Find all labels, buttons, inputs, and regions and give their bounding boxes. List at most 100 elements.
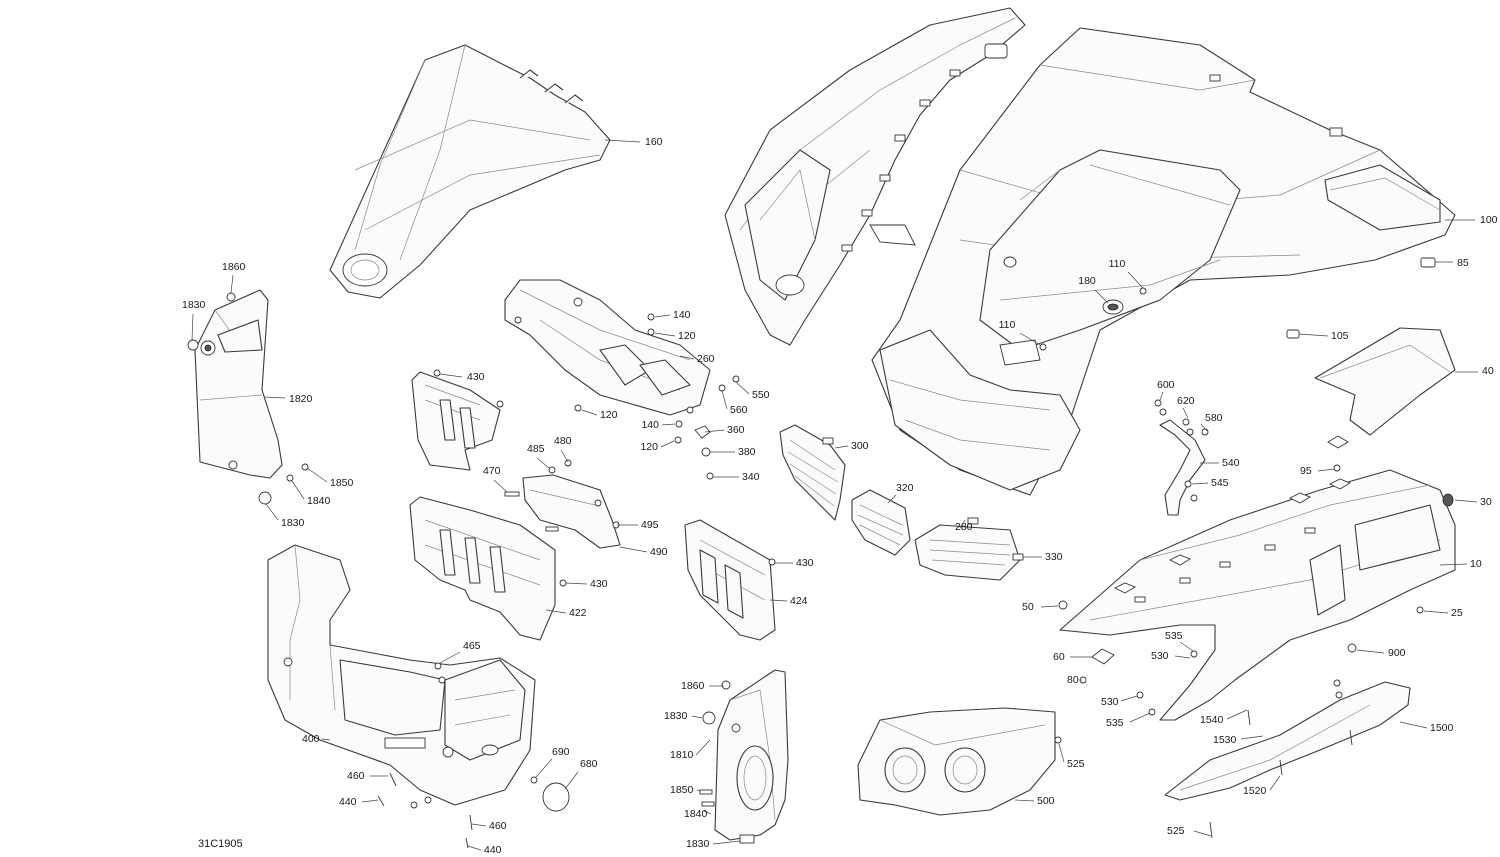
part-500-headlight-housing bbox=[857, 707, 1062, 816]
callout-1840: 1840 bbox=[684, 808, 708, 820]
callout-340: 340 bbox=[742, 471, 760, 483]
callout-50: 50 bbox=[1022, 601, 1034, 613]
leader-line-525 bbox=[1058, 743, 1065, 763]
callout-422: 422 bbox=[569, 607, 587, 619]
leader-line-1850 bbox=[306, 467, 328, 483]
callout-10: 10 bbox=[1470, 558, 1482, 570]
callout-260: 260 bbox=[697, 353, 715, 365]
leader-line-580 bbox=[1200, 423, 1208, 432]
leader-line-400 bbox=[321, 738, 331, 741]
callout-580: 580 bbox=[1205, 412, 1223, 424]
leader-line-260 bbox=[679, 355, 695, 360]
leader-line-620 bbox=[1182, 407, 1189, 419]
callout-380: 380 bbox=[738, 446, 756, 458]
callout-40: 40 bbox=[1482, 365, 1494, 377]
callout-140: 140 bbox=[673, 309, 691, 321]
leader-line-50 bbox=[1040, 605, 1059, 608]
leader-line-535 bbox=[1129, 712, 1151, 723]
callout-465: 465 bbox=[463, 640, 481, 652]
leader-line-545 bbox=[1191, 482, 1209, 485]
part-100-front-fascia bbox=[871, 27, 1456, 496]
part-430-duct-upper bbox=[411, 369, 504, 471]
leader-line-530 bbox=[1174, 655, 1191, 659]
callout-1860: 1860 bbox=[681, 680, 705, 692]
part-fender-left-upper bbox=[724, 7, 1026, 346]
callout-440: 440 bbox=[339, 796, 357, 808]
leader-line-440 bbox=[361, 799, 379, 803]
callout-105: 105 bbox=[1331, 330, 1349, 342]
part-40-panel bbox=[1314, 327, 1456, 436]
callout-485: 485 bbox=[527, 443, 545, 455]
leader-line-1540 bbox=[1226, 709, 1248, 720]
leader-line-140 bbox=[654, 314, 671, 318]
leader-line-900 bbox=[1356, 649, 1385, 654]
part-1810-side-panel bbox=[699, 669, 789, 844]
leader-line-10 bbox=[1439, 563, 1468, 566]
leader-line-140 bbox=[661, 423, 676, 426]
callout-560: 560 bbox=[730, 404, 748, 416]
callout-80: 80 bbox=[1067, 674, 1079, 686]
callout-1830: 1830 bbox=[686, 838, 710, 850]
callout-430: 430 bbox=[467, 371, 485, 383]
callout-540: 540 bbox=[1222, 457, 1240, 469]
leader-line-530 bbox=[1120, 695, 1138, 702]
callout-140: 140 bbox=[641, 419, 659, 431]
callout-leaders bbox=[191, 139, 1478, 851]
leader-line-1840 bbox=[291, 480, 305, 500]
leader-line-690 bbox=[535, 758, 553, 778]
part-1820-side-panel bbox=[187, 289, 309, 505]
leader-line-180 bbox=[1094, 289, 1109, 304]
callout-460: 460 bbox=[347, 770, 365, 782]
part-540-bracket bbox=[1154, 399, 1209, 516]
leader-line-1850 bbox=[696, 789, 701, 792]
callout-900: 900 bbox=[1388, 647, 1406, 659]
leader-line-1860 bbox=[230, 274, 234, 294]
part-260-bracket bbox=[504, 279, 711, 416]
callout-100: 100 bbox=[1480, 214, 1498, 226]
leader-line-95 bbox=[1317, 468, 1335, 472]
leader-line-550 bbox=[735, 381, 750, 395]
callout-160: 160 bbox=[645, 136, 663, 148]
leader-line-460 bbox=[471, 823, 487, 827]
callout-1850: 1850 bbox=[670, 784, 694, 796]
callout-300: 300 bbox=[851, 440, 869, 452]
leader-line-422 bbox=[545, 609, 567, 614]
leader-line-120 bbox=[581, 409, 598, 416]
callout-1820: 1820 bbox=[289, 393, 313, 405]
callout-120: 120 bbox=[640, 441, 658, 453]
callout-535: 535 bbox=[1165, 630, 1183, 642]
callout-400: 400 bbox=[302, 733, 320, 745]
leader-line-600 bbox=[1159, 391, 1164, 401]
callout-480: 480 bbox=[554, 435, 572, 447]
callout-320: 320 bbox=[896, 482, 914, 494]
leader-line-1530 bbox=[1240, 735, 1264, 740]
callout-525: 525 bbox=[1167, 825, 1185, 837]
callout-60: 60 bbox=[1053, 651, 1065, 663]
part-160-front-top-cover bbox=[329, 44, 611, 299]
callout-1850: 1850 bbox=[330, 477, 354, 489]
part-280-grille bbox=[914, 517, 1024, 581]
part-422-duct bbox=[409, 496, 567, 641]
callout-95: 95 bbox=[1300, 465, 1312, 477]
callout-495: 495 bbox=[641, 519, 659, 531]
callout-30: 30 bbox=[1480, 496, 1492, 508]
callout-280: 280 bbox=[955, 521, 973, 533]
part-300-grille bbox=[779, 424, 846, 521]
callout-1840: 1840 bbox=[307, 495, 331, 507]
leader-line-120 bbox=[654, 332, 676, 337]
leader-line-1500 bbox=[1399, 721, 1428, 729]
leader-line-485 bbox=[536, 457, 550, 469]
leader-line-110 bbox=[1019, 332, 1041, 346]
callout-460: 460 bbox=[489, 820, 507, 832]
callout-525: 525 bbox=[1067, 758, 1085, 770]
callout-620: 620 bbox=[1177, 395, 1195, 407]
callout-85: 85 bbox=[1457, 257, 1469, 269]
leader-line-1840 bbox=[703, 810, 712, 815]
part-320-grille bbox=[851, 489, 911, 556]
part-10-side-panel bbox=[1059, 469, 1456, 721]
callout-440: 440 bbox=[484, 844, 502, 856]
callout-110: 110 bbox=[999, 319, 1016, 331]
leader-line-680 bbox=[564, 771, 579, 790]
callout-1830: 1830 bbox=[281, 517, 305, 529]
